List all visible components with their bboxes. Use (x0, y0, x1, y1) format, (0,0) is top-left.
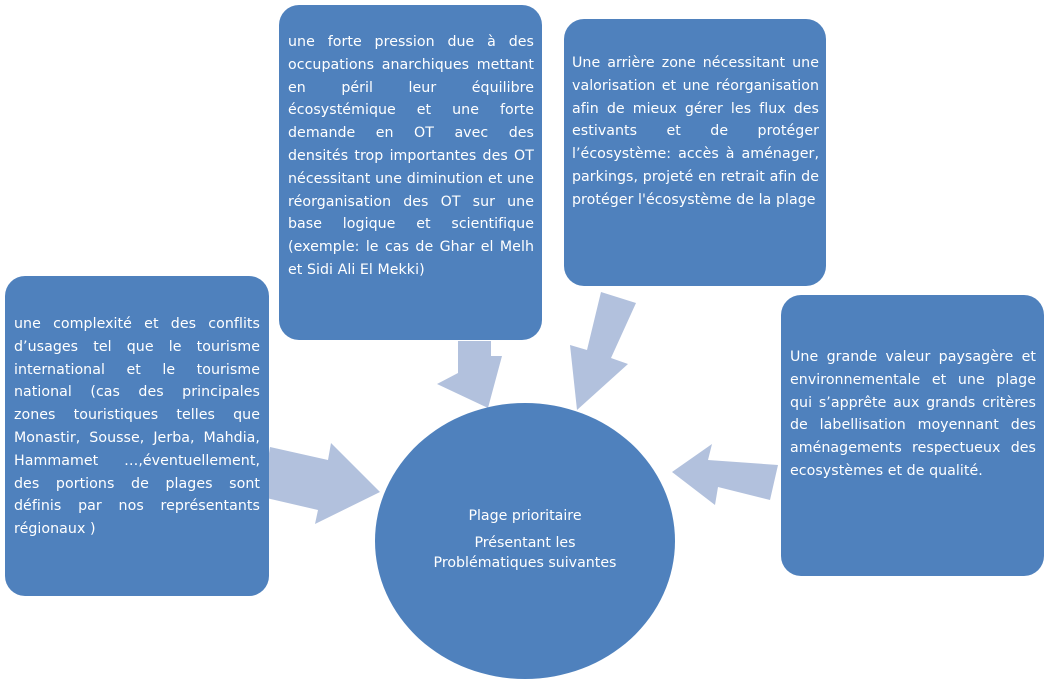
center-subtitle-line2: Problématiques suivantes (433, 555, 617, 571)
center-subtitle-line1: Présentant les (474, 535, 576, 551)
arrow-from-right-box (672, 444, 778, 505)
arrow-from-top-right-box (570, 292, 636, 410)
center-title: Plage prioritaire (468, 508, 582, 524)
problem-box-right: Une grande valeur paysagère et environne… (781, 295, 1044, 576)
problem-box-top: une forte pression due à des occupations… (279, 5, 542, 340)
center-circle: Plage prioritaire Présentant les Problém… (375, 403, 675, 679)
problem-box-top-right: Une arrière zone nécessitant une valoris… (564, 19, 826, 286)
problem-box-left: une complexité et des conflits d’usages … (5, 276, 269, 596)
arrow-from-left-box (262, 443, 380, 524)
problem-box-right-text: Une grande valeur paysagère et environne… (790, 349, 1036, 479)
problem-box-top-right-text: Une arrière zone nécessitant une valoris… (572, 55, 819, 208)
arrow-from-top-box (437, 341, 502, 408)
problem-box-left-text: une complexité et des conflits d’usages … (14, 316, 260, 538)
problem-box-top-text: une forte pression due à des occupations… (288, 34, 534, 278)
